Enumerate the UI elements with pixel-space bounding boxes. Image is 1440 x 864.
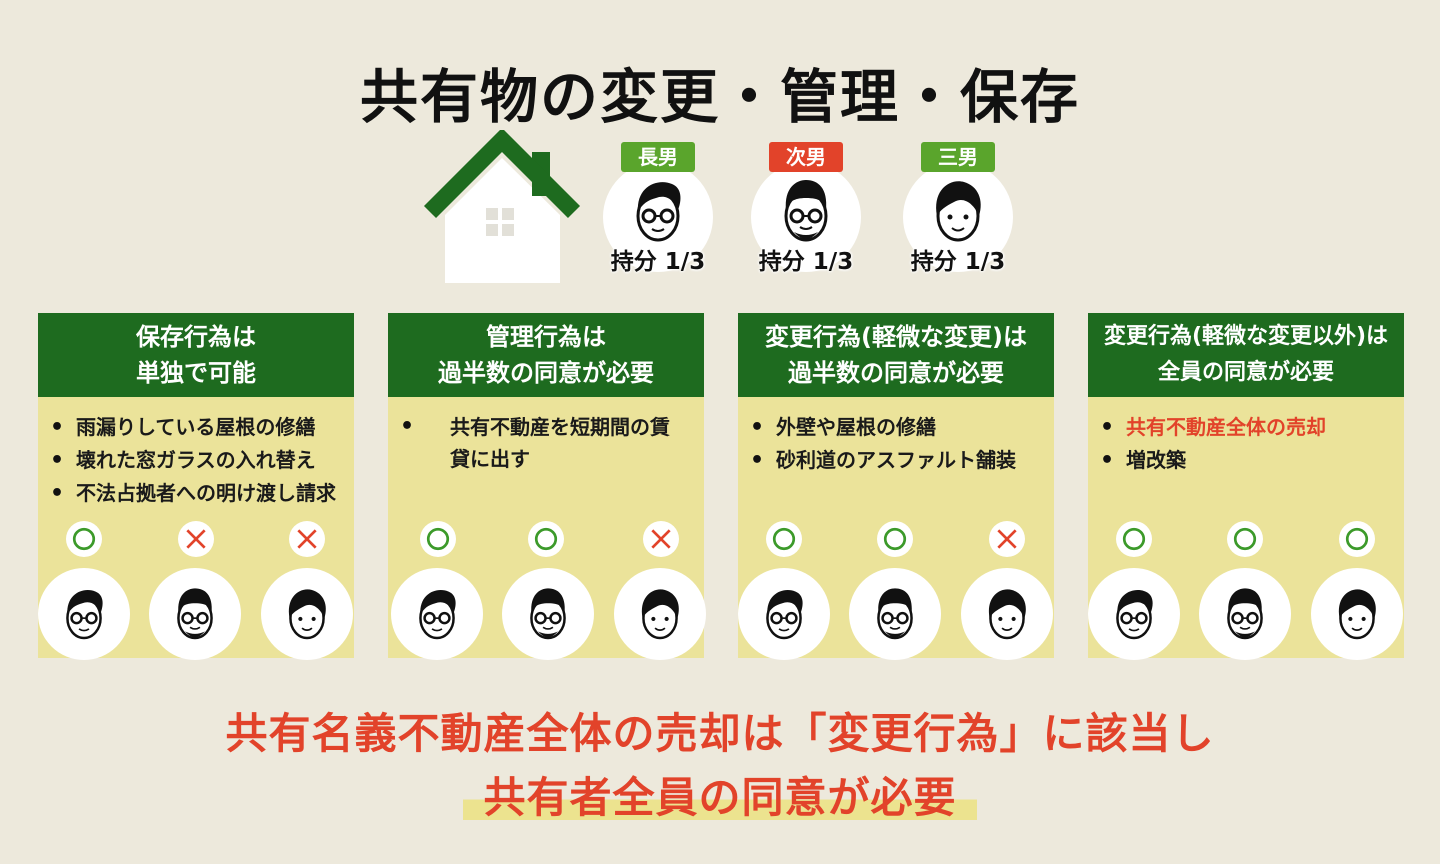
card-major-change: 変更行為(軽微な変更以外)は 全員の同意が必要 共有不動産全体の売却 増改築 [1088,313,1404,660]
third-son-face-icon [903,162,1013,272]
eldest-son-face-icon [738,568,830,660]
second-son-face-icon [849,568,941,660]
example-list: 共有不動産を短期間の賃貸に出す [388,397,704,475]
card-heading: 管理行為は 過半数の同意が必要 [388,313,704,397]
ng-mark-icon [178,521,214,557]
example-list: 共有不動産全体の売却 増改築 [1088,397,1404,477]
heading-line1: 変更行為(軽微な変更以外)は [1103,324,1389,349]
ok-mark-icon [66,521,102,557]
ng-mark-icon [289,521,325,557]
owner-tag: 次男 [769,142,843,172]
ok-mark-icon [877,521,913,557]
second-son-face-icon [502,568,594,660]
ok-mark-icon [1116,521,1152,557]
ok-mark-icon [1339,521,1375,557]
card-heading: 変更行為(軽微な変更)は 過半数の同意が必要 [738,313,1054,397]
third-son-face-icon [261,568,353,660]
card-management: 管理行為は 過半数の同意が必要 共有不動産を短期間の賃貸に出す [388,313,706,660]
owner-second-son: 次男 持分 1/3 [746,142,866,275]
ok-mark-icon [1227,521,1263,557]
eldest-son-face-icon [1088,568,1180,660]
page-title: 共有物の変更・管理・保存 [359,63,1080,131]
list-item: 外壁や屋根の修繕 [748,411,1054,444]
list-item: 不法占拠者への明け渡し請求 [48,477,354,510]
ok-mark-icon [766,521,802,557]
list-item-highlighted: 共有不動産全体の売却 [1098,411,1404,444]
third-son-face-icon [1311,568,1403,660]
ng-mark-icon [989,521,1025,557]
eldest-son-face-icon [38,568,130,660]
example-list: 外壁や屋根の修繕 砂利道のアスファルト舗装 [738,397,1054,477]
share-label: 持分 1/3 [910,249,1006,275]
eldest-son-face-icon [391,568,483,660]
second-son-face-icon [149,568,241,660]
list-item: 雨漏りしている屋根の修繕 [48,411,354,444]
third-son-face-icon [961,568,1053,660]
list-item: 共有不動産を短期間の賃貸に出す [398,411,680,475]
ng-mark-icon [643,521,679,557]
card-heading: 保存行為は 単独で可能 [38,313,354,397]
card-preservation: 保存行為は 単独で可能 雨漏りしている屋根の修繕 壊れた窓ガラスの入れ替え 不法… [38,313,354,660]
heading-line2: 全員の同意が必要 [1157,360,1334,385]
eldest-son-face-icon [603,162,713,272]
owner-tag: 長男 [621,142,695,172]
conclusion-line2-highlighted: 共有者全員の同意が必要 [463,764,977,825]
share-label: 持分 1/3 [758,249,854,275]
owner-eldest-son: 長男 持分 1/3 [598,142,718,275]
owner-third-son: 三男 持分 1/3 [898,142,1018,275]
share-label: 持分 1/3 [610,249,706,275]
second-son-face-icon [1199,568,1291,660]
house-icon [420,127,585,285]
heading-line2: 単独で可能 [136,359,256,387]
heading-line1: 管理行為は [486,323,606,351]
list-item: 壊れた窓ガラスの入れ替え [48,444,354,477]
list-item: 増改築 [1098,444,1404,477]
example-list: 雨漏りしている屋根の修繕 壊れた窓ガラスの入れ替え 不法占拠者への明け渡し請求 [38,397,354,510]
ok-mark-icon [420,521,456,557]
conclusion-line1: 共有名義不動産全体の売却は「変更行為」に該当し [225,709,1215,758]
list-item: 砂利道のアスファルト舗装 [748,444,1054,477]
third-son-face-icon [614,568,706,660]
heading-line1: 保存行為は [136,323,256,351]
card-heading: 変更行為(軽微な変更以外)は 全員の同意が必要 [1088,313,1404,397]
heading-line1: 変更行為(軽微な変更)は [765,323,1027,351]
second-son-face-icon [751,162,861,272]
heading-line2: 過半数の同意が必要 [438,359,654,387]
card-minor-change: 変更行為(軽微な変更)は 過半数の同意が必要 外壁や屋根の修繕 砂利道のアスファ… [738,313,1054,660]
owner-tag: 三男 [921,142,995,172]
heading-line2: 過半数の同意が必要 [788,359,1004,387]
ok-mark-icon [528,521,564,557]
